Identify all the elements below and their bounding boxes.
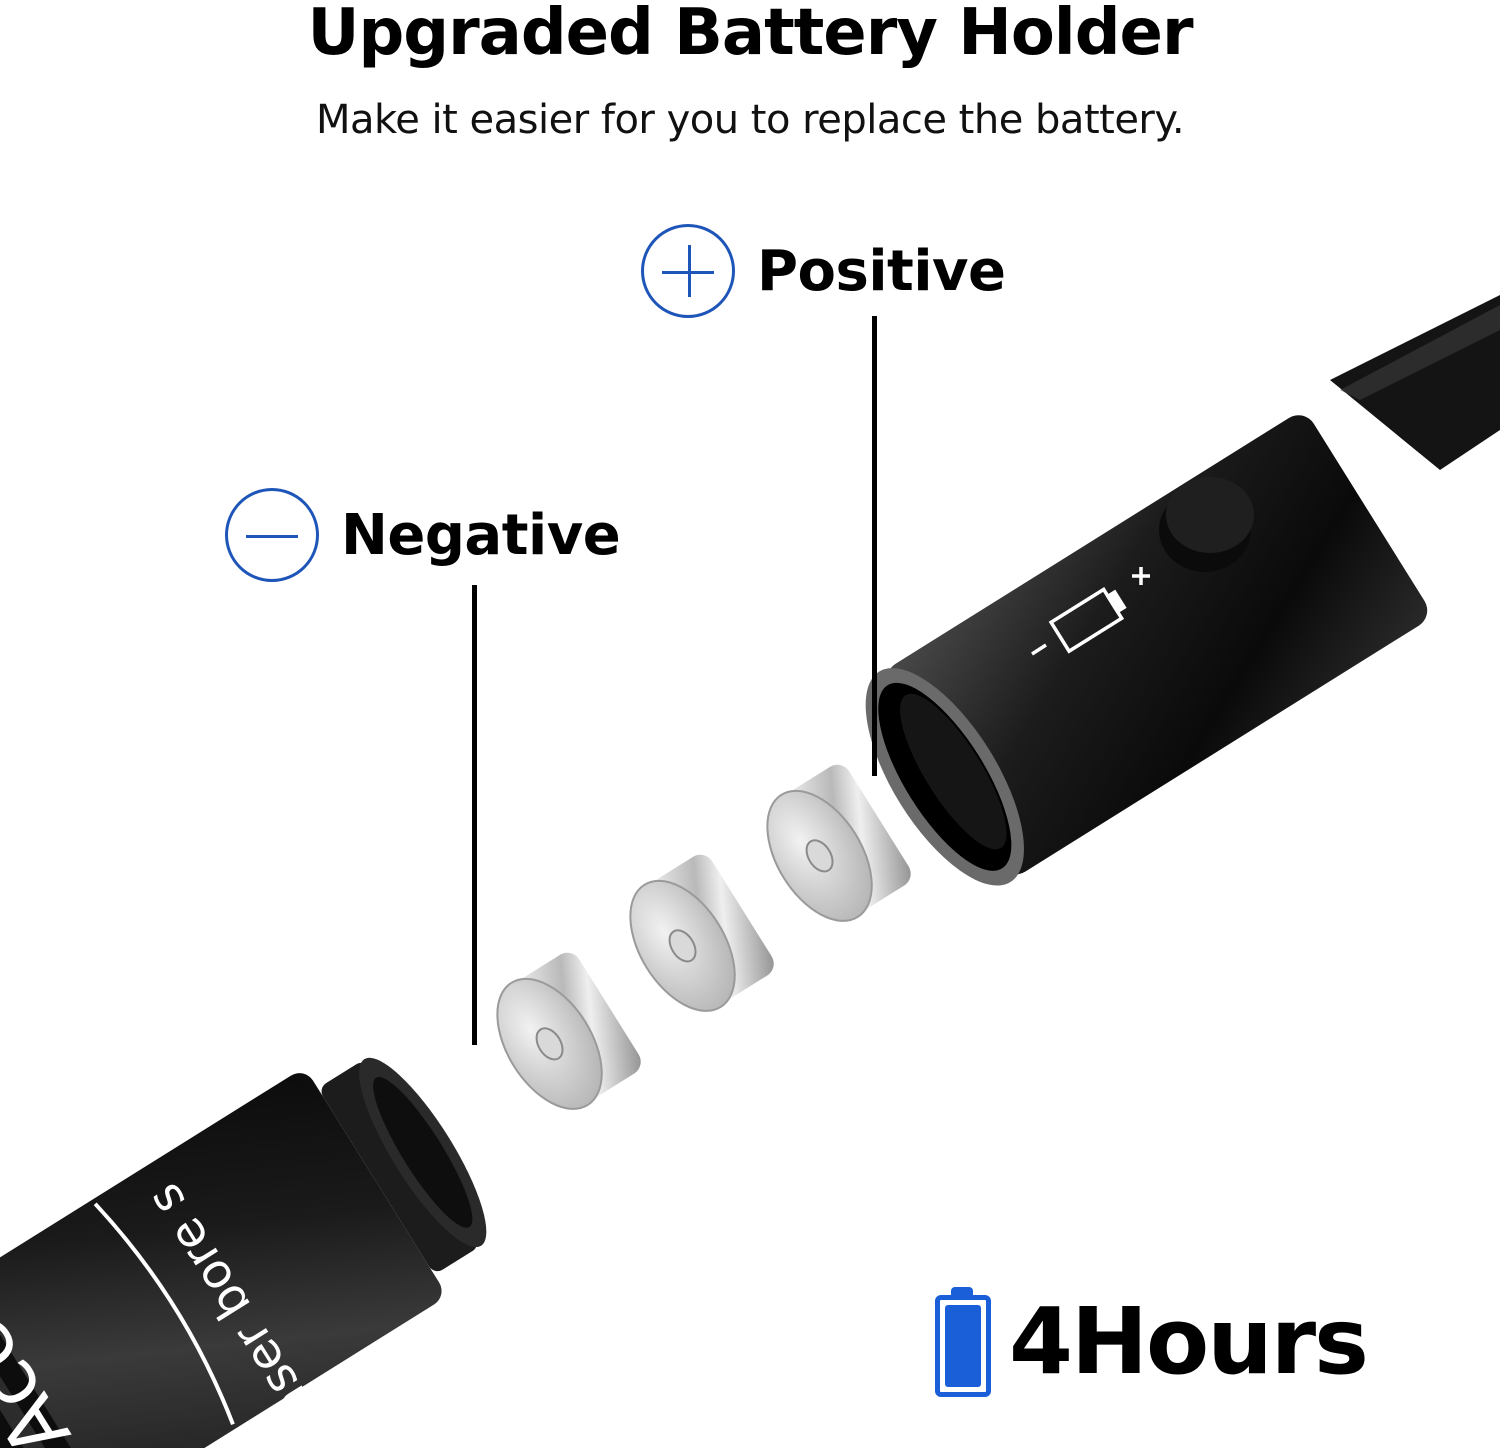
minus-circle-icon [225,488,319,582]
plus-circle-icon [641,224,735,318]
battery-outline-icon [1031,567,1150,656]
coin-battery [629,854,774,1012]
positive-label: Positive [757,238,1006,304]
battery-full-icon [935,1287,991,1397]
page-title: Upgraded Battery Holder [307,0,1193,70]
coin-battery [766,764,911,922]
runtime-value: 4Hours [1009,1288,1369,1395]
negative-callout: Negative [225,488,621,582]
page-subtitle: Make it easier for you to replace the ba… [315,97,1185,143]
barrel-taper [1330,295,1500,470]
negative-label: Negative [341,502,621,568]
power-button [1159,477,1254,572]
positive-leader-line [872,316,877,776]
positive-callout: Positive [641,224,1006,318]
battery-cap [865,415,1428,886]
laser-body [0,1057,487,1448]
runtime-badge: 4Hours [935,1287,1369,1397]
coin-battery [496,952,641,1110]
negative-leader-line [472,585,477,1045]
